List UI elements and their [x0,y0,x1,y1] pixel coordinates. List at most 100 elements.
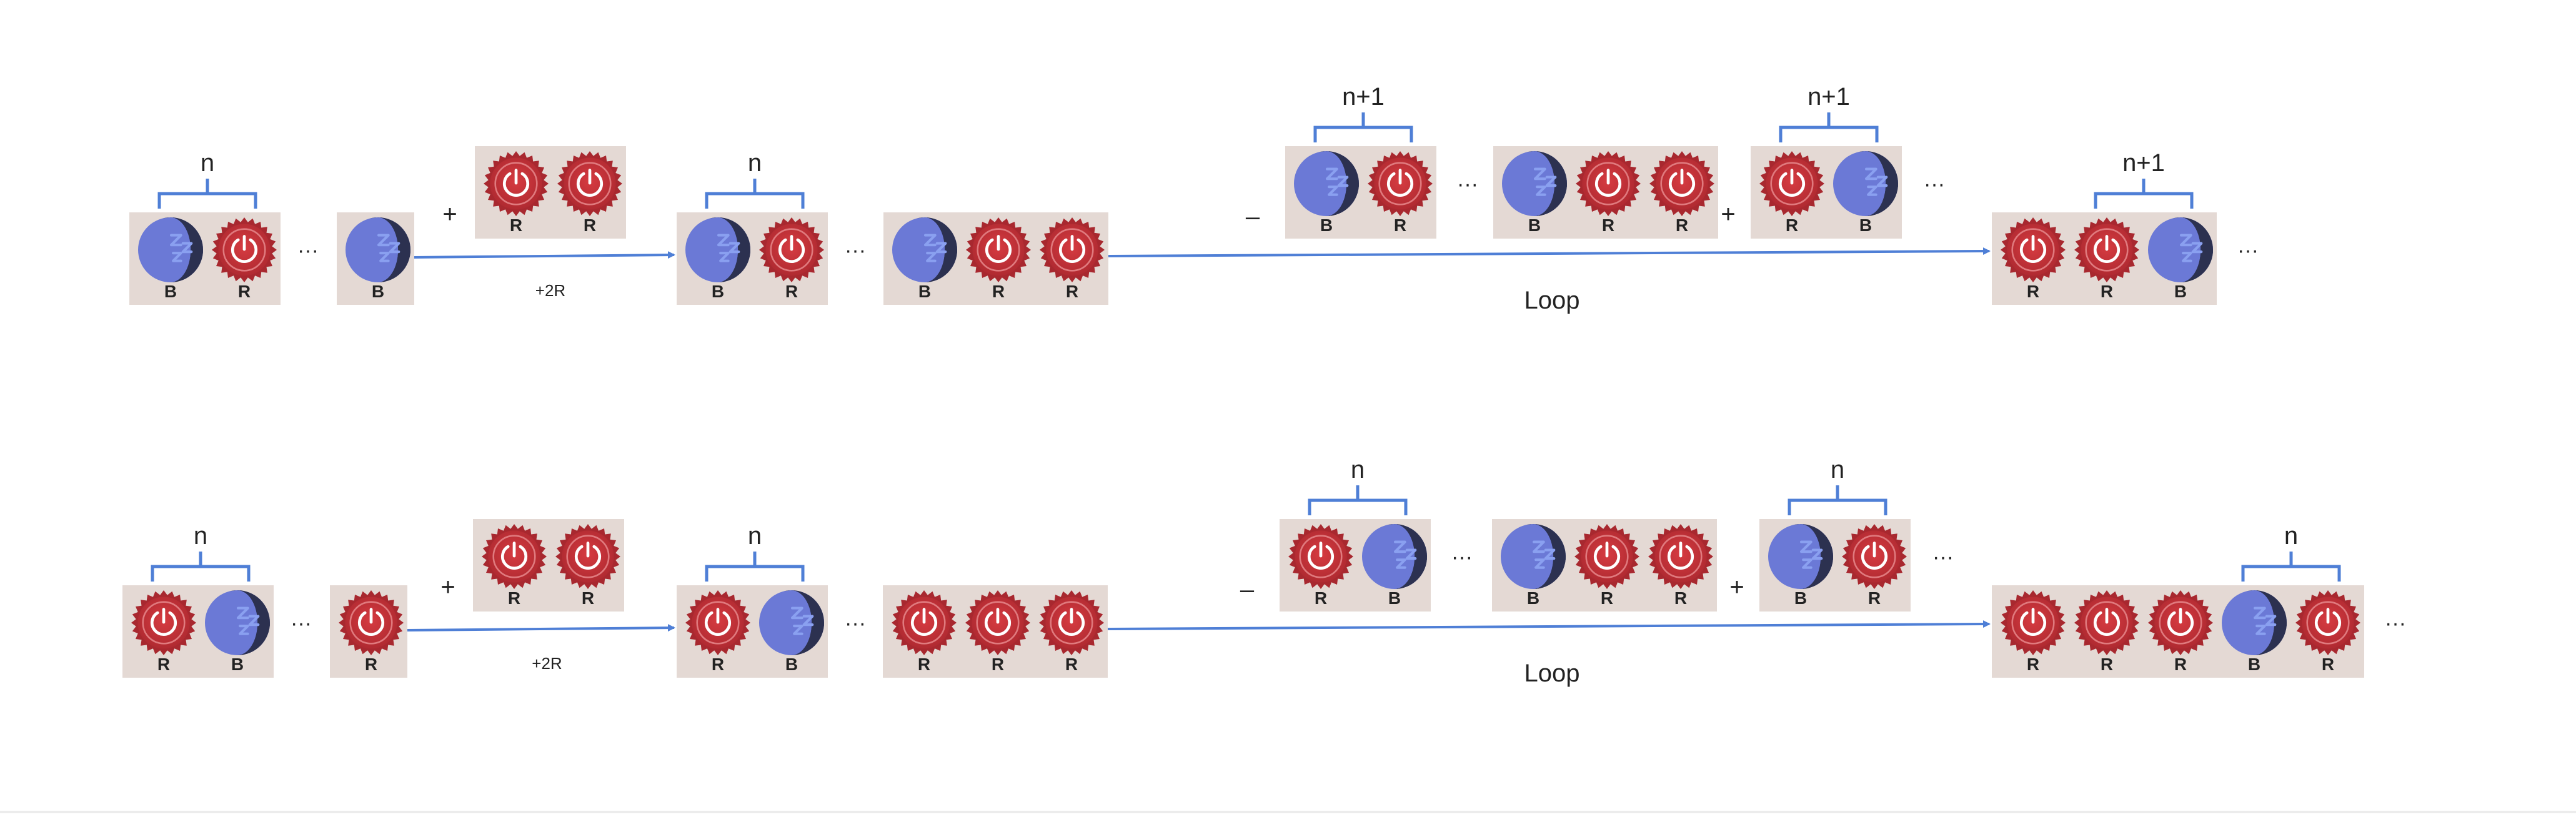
token-tag: R [365,655,377,674]
loop-arrow [1108,247,1991,257]
power-button-icon [1648,524,1713,589]
sleep-moon-icon [1294,151,1359,216]
power-button-icon [212,217,277,282]
power-button-icon [1368,151,1433,216]
token-tag: R [2027,655,2039,674]
sleep-moon-icon [346,217,410,282]
span-label: n+1 [1342,83,1385,111]
token-tag: B [231,655,244,674]
span-bracket: n [157,149,257,209]
power-button-icon [892,590,957,655]
token-tag: R [157,655,170,674]
token-tag: B [1320,215,1333,235]
token-tag: R [1315,588,1327,608]
bottom-group-after-add: R Bn [677,522,828,678]
token-tag: B [1527,588,1539,608]
add-arrow-label: +2R [535,281,565,300]
loop-label: Loop [1524,287,1580,314]
ellipsis: ··· [845,612,866,635]
sleep-moon-icon [1502,151,1567,216]
token-tag: R [1394,215,1406,235]
token-tag: R [238,282,251,301]
ellipsis: ··· [1932,545,1954,569]
token-tag: R [785,282,798,301]
top-group-loop-minus: B Rn+1 [1285,83,1436,239]
ellipsis: ··· [291,612,312,635]
power-button-icon [555,524,620,589]
top-group-after-add: B Rn [677,149,828,305]
span-label: n [748,149,762,177]
token-tag: B [785,655,798,674]
span-label: n [2284,522,2298,550]
power-button-icon [2074,590,2139,655]
loop-arrow [1107,620,1991,630]
ellipsis: ··· [1924,172,1945,196]
span-label: n [748,522,762,550]
plus-sign: + [442,201,457,228]
sleep-moon-icon [1501,524,1566,589]
power-button-icon [685,590,750,655]
minus-sign: – [1246,203,1260,230]
token-tag: B [1388,588,1401,608]
ellipsis: ··· [845,239,866,262]
bottom-divider [0,811,2576,813]
power-button-icon [1759,151,1824,216]
power-button-icon [1649,151,1714,216]
token-tag: R [1065,655,1078,674]
span-label: n [194,522,207,550]
token-tag: R [1786,215,1798,235]
token-tag: B [372,282,384,301]
span-bracket: n+1 [1313,83,1413,142]
add-arrow-label: +2R [532,654,562,673]
bottom-group-start: R Bn [122,522,274,678]
token-tag: B [712,282,724,301]
token-tag: R [1602,215,1614,235]
token-tag: R [1676,215,1688,235]
ellipsis: ··· [297,239,319,262]
sleep-moon-icon [759,590,824,655]
span-bracket: n [1788,456,1887,515]
add-arrow [414,251,675,259]
sleep-moon-icon [2148,217,2213,282]
token-tag: B [2174,282,2187,301]
power-button-icon [1040,217,1105,282]
sleep-moon-icon [892,217,957,282]
power-button-icon [1039,590,1104,655]
add-arrow [407,624,675,632]
ellipsis: ··· [2237,239,2259,262]
span-label: n [201,149,214,177]
span-label: n [1831,456,1844,483]
sleep-moon-icon [205,590,270,655]
power-button-icon [484,151,549,216]
token-tag: R [918,655,930,674]
sleep-moon-icon [685,217,750,282]
loop-label: Loop [1524,660,1580,687]
power-button-icon [131,590,196,655]
power-button-icon [1288,524,1353,589]
token-tag: R [992,655,1004,674]
power-button-icon [1574,524,1639,589]
span-bracket: n+1 [2094,149,2194,209]
ellipsis: ··· [1451,545,1473,569]
token-tag: R [712,655,724,674]
token-tag: R [2174,655,2187,674]
power-button-icon [1842,524,1907,589]
power-button-icon [1576,151,1641,216]
token-tag: B [1528,215,1541,235]
power-button-icon [965,590,1030,655]
power-button-icon [482,524,547,589]
power-button-icon [2295,590,2360,655]
span-label: n+1 [1808,83,1850,111]
sleep-moon-icon [1833,151,1898,216]
token-tag: R [2322,655,2334,674]
sleep-moon-icon [1768,524,1833,589]
token-tag: R [992,282,1005,301]
token-tag: B [2248,655,2260,674]
